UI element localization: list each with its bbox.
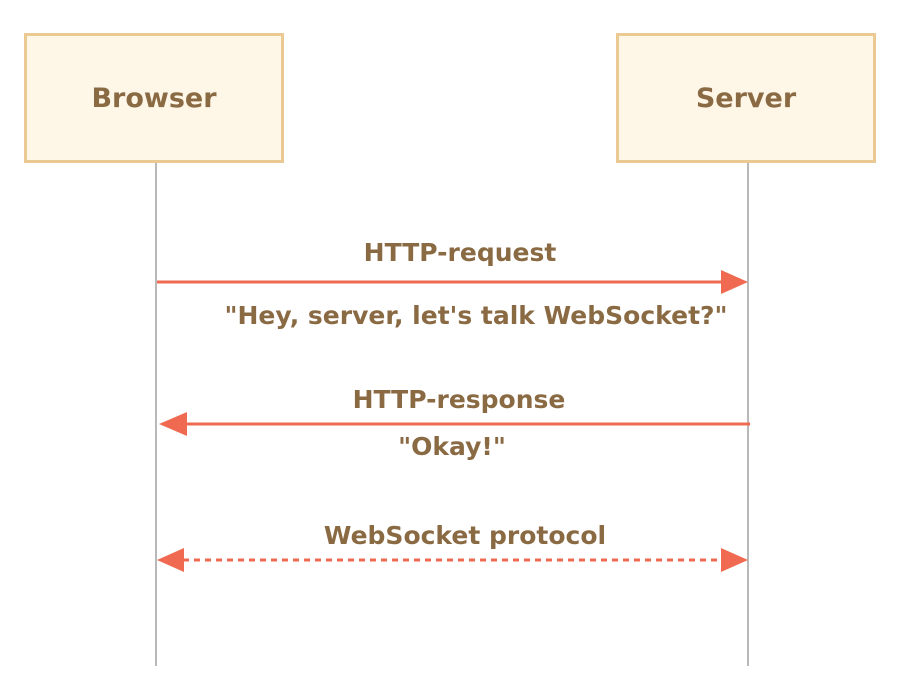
- server-label: Server: [695, 82, 797, 114]
- websocket-protocol-label: WebSocket protocol: [323, 521, 607, 550]
- server-participant-box: Server: [616, 33, 876, 163]
- http-response-label: HTTP-response: [352, 385, 566, 414]
- http-request-label: HTTP-request: [363, 238, 557, 267]
- http-request-arrow: [157, 270, 748, 294]
- browser-label: Browser: [91, 82, 217, 114]
- browser-participant-box: Browser: [24, 33, 284, 163]
- http-request-note: "Hey, server, let's talk WebSocket?": [224, 301, 728, 330]
- http-response-note: "Okay!": [398, 432, 506, 461]
- http-response-arrow: [159, 412, 750, 436]
- websocket-protocol-arrow: [157, 548, 748, 572]
